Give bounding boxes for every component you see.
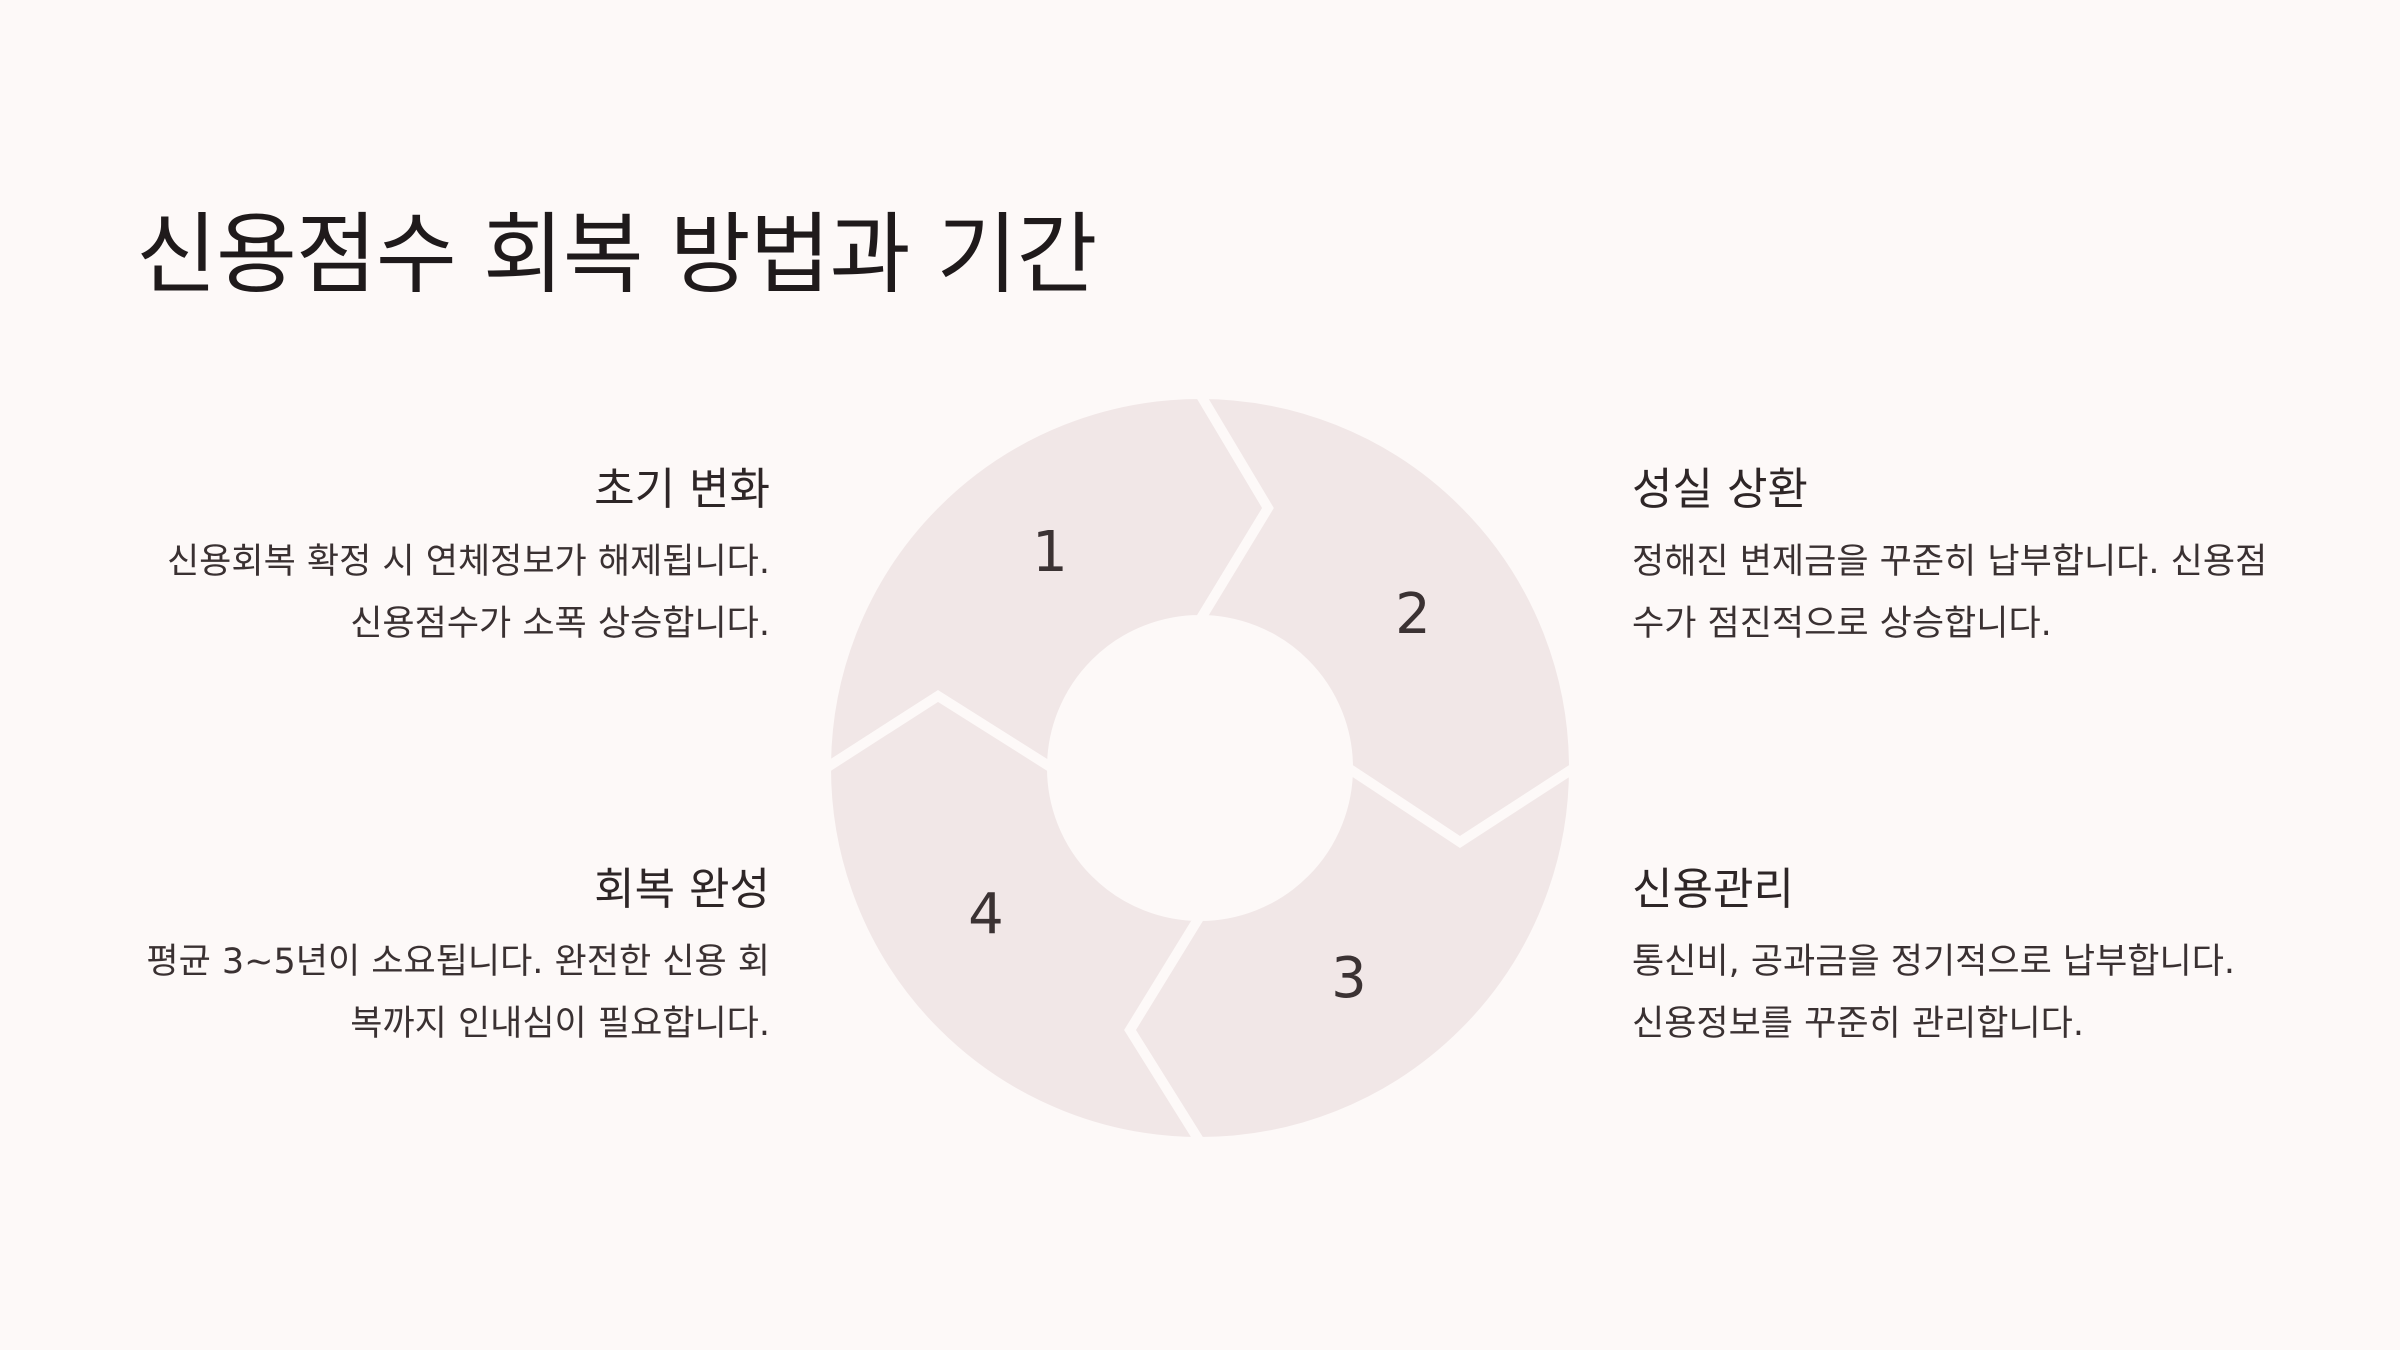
step-3-block: 신용관리 통신비, 공과금을 정기적으로 납부합니다. 신용정보를 꾸준히 관리…	[1632, 862, 2272, 1055]
step-1-heading: 초기 변화	[594, 464, 770, 515]
step-number-1: 1	[1032, 520, 1068, 585]
step-4-heading: 회복 완성	[594, 864, 770, 915]
step-4-block: 회복 완성 평균 3~5년이 소요됩니다. 완전한 신용 회복까지 인내심이 필…	[130, 862, 770, 1055]
step-number-4: 4	[968, 882, 1004, 947]
step-number-3: 3	[1331, 946, 1367, 1011]
cycle-segment-1	[820, 388, 1274, 778]
step-3-text: 통신비, 공과금을 정기적으로 납부합니다. 신용정보를 꾸준히 관리합니다.	[1632, 942, 2236, 1044]
cycle-segment-4	[820, 690, 1210, 1148]
cycle-segment-3	[1124, 758, 1580, 1148]
step-1-text: 신용회복 확정 시 연체정보가 해제됩니다. 신용점수가 소폭 상승합니다.	[166, 542, 770, 644]
cycle-segment-2	[1191, 388, 1580, 848]
step-2-block: 성실 상환 정해진 변제금을 꾸준히 납부합니다. 신용점수가 점진적으로 상승…	[1632, 462, 2272, 655]
step-2-text: 정해진 변제금을 꾸준히 납부합니다. 신용점수가 점진적으로 상승합니다.	[1632, 542, 2268, 644]
step-number-2: 2	[1395, 582, 1431, 647]
step-3-heading: 신용관리	[1632, 864, 1794, 915]
page-title: 신용점수 회복 방법과 기간	[136, 203, 1097, 306]
step-1-block: 초기 변화 신용회복 확정 시 연체정보가 해제됩니다. 신용점수가 소폭 상승…	[130, 462, 770, 655]
step-2-heading: 성실 상환	[1632, 464, 1808, 515]
step-4-text: 평균 3~5년이 소요됩니다. 완전한 신용 회복까지 인내심이 필요합니다.	[146, 942, 770, 1044]
